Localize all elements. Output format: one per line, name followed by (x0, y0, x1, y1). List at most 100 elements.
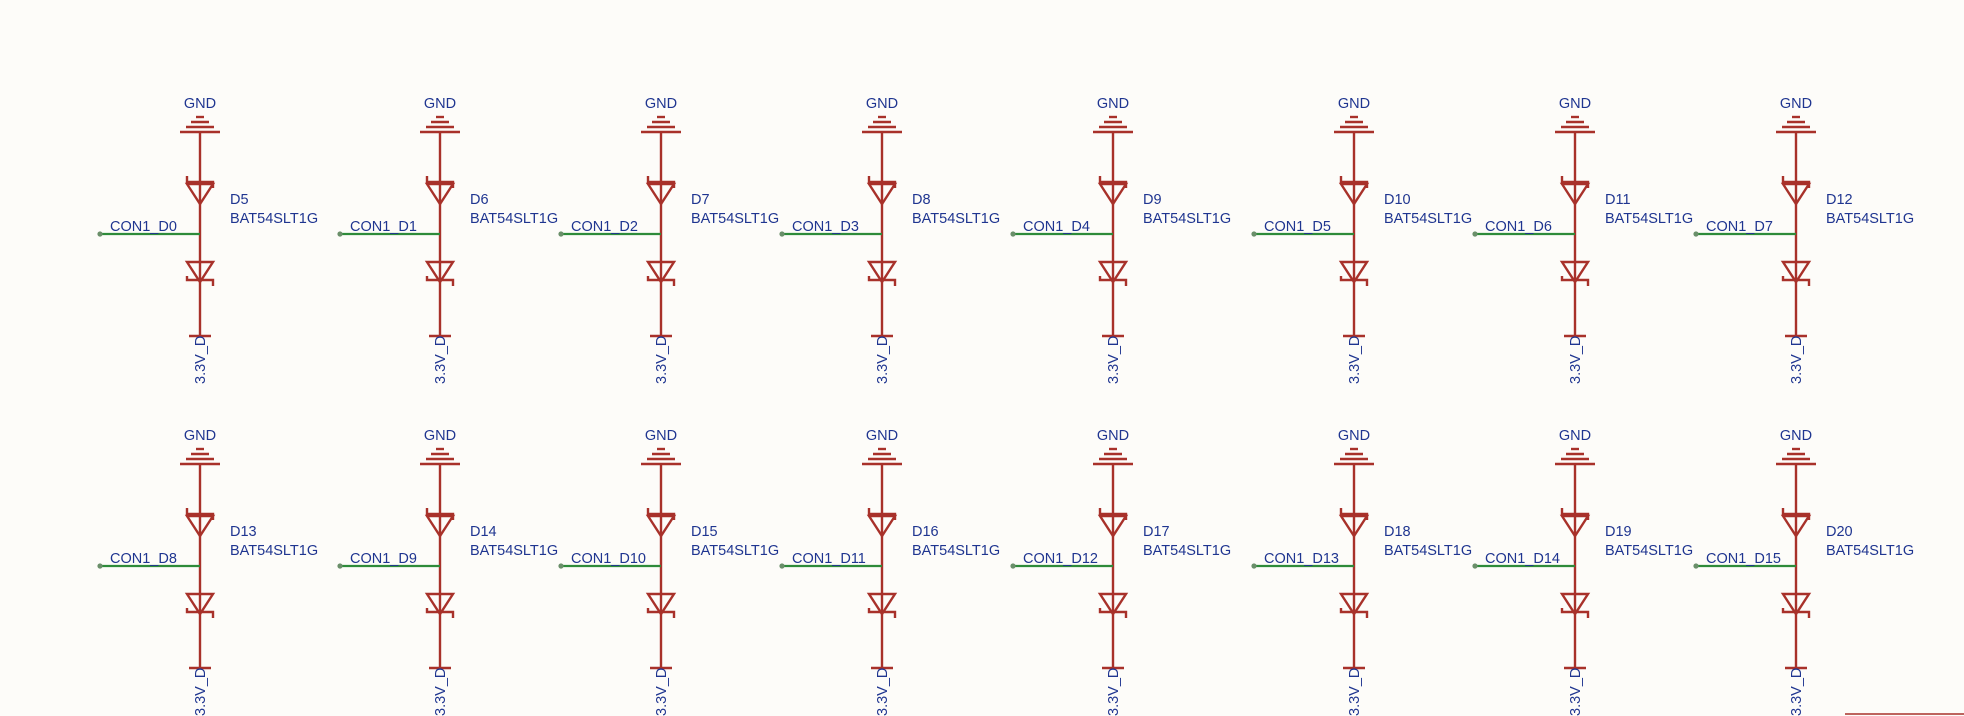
gnd-symbol-icon (862, 447, 902, 466)
supply-label: 3.3V_D (875, 668, 891, 716)
gnd-symbol-icon (1334, 115, 1374, 134)
diode-upper-icon (184, 508, 216, 539)
gnd-symbol-icon (1555, 447, 1595, 466)
wire-end-dot (1693, 563, 1699, 569)
supply-label: 3.3V_D (193, 668, 209, 716)
gnd-label: GND (1338, 428, 1370, 444)
net-label: CON1_D13 (1264, 551, 1339, 567)
diode-lower-icon (1097, 592, 1129, 618)
net-label: CON1_D1 (350, 219, 417, 235)
diode-lower-icon (645, 592, 677, 618)
gnd-label: GND (1097, 96, 1129, 112)
diode-upper-icon (1559, 508, 1591, 539)
supply-label: 3.3V_D (433, 336, 449, 384)
net-label: CON1_D12 (1023, 551, 1098, 567)
gnd-symbol-icon (1555, 115, 1595, 134)
supply-label: 3.3V_D (433, 668, 449, 716)
gnd-symbol-icon (641, 447, 681, 466)
ref-designator: D14 (470, 524, 497, 540)
ref-designator: D12 (1826, 192, 1853, 208)
supply-label: 3.3V_D (875, 336, 891, 384)
diode-upper-icon (424, 176, 456, 207)
diode-lower-icon (1338, 260, 1370, 286)
part-number: BAT54SLT1G (1605, 211, 1693, 227)
wire-end-dot (97, 231, 103, 237)
supply-label: 3.3V_D (1106, 336, 1122, 384)
wire-end-dot (1472, 563, 1478, 569)
diode-lower-icon (184, 260, 216, 286)
diode-lower-icon (1780, 260, 1812, 286)
gnd-label: GND (1097, 428, 1129, 444)
supply-label: 3.3V_D (1106, 668, 1122, 716)
diode-lower-icon (1559, 592, 1591, 618)
net-label: CON1_D10 (571, 551, 646, 567)
gnd-symbol-icon (420, 115, 460, 134)
net-label: CON1_D2 (571, 219, 638, 235)
net-label: CON1_D6 (1485, 219, 1552, 235)
gnd-symbol-icon (862, 115, 902, 134)
net-label: CON1_D4 (1023, 219, 1090, 235)
supply-label: 3.3V_D (1568, 668, 1584, 716)
wire-end-dot (1251, 231, 1257, 237)
diode-upper-icon (1559, 176, 1591, 207)
net-label: CON1_D8 (110, 551, 177, 567)
wire-end-dot (1251, 563, 1257, 569)
part-number: BAT54SLT1G (912, 211, 1000, 227)
wire-end-dot (1010, 563, 1016, 569)
diode-lower-icon (645, 260, 677, 286)
gnd-symbol-icon (1093, 447, 1133, 466)
diode-upper-icon (645, 176, 677, 207)
net-label: CON1_D7 (1706, 219, 1773, 235)
gnd-label: GND (184, 428, 216, 444)
supply-label: 3.3V_D (1347, 668, 1363, 716)
diode-upper-icon (866, 508, 898, 539)
ref-designator: D17 (1143, 524, 1170, 540)
net-label: CON1_D5 (1264, 219, 1331, 235)
supply-label: 3.3V_D (1347, 336, 1363, 384)
gnd-label: GND (424, 96, 456, 112)
ref-designator: D11 (1605, 192, 1631, 208)
net-label: CON1_D15 (1706, 551, 1781, 567)
ref-designator: D9 (1143, 192, 1162, 208)
diode-upper-icon (1097, 508, 1129, 539)
gnd-label: GND (866, 428, 898, 444)
wire-end-dot (779, 231, 785, 237)
gnd-symbol-icon (420, 447, 460, 466)
part-number: BAT54SLT1G (230, 543, 318, 559)
gnd-label: GND (424, 428, 456, 444)
gnd-symbol-icon (641, 115, 681, 134)
diode-lower-icon (866, 260, 898, 286)
ref-designator: D7 (691, 192, 710, 208)
gnd-label: GND (184, 96, 216, 112)
gnd-symbol-icon (1776, 447, 1816, 466)
diode-upper-icon (1097, 176, 1129, 207)
part-number: BAT54SLT1G (1384, 543, 1472, 559)
gnd-label: GND (1559, 96, 1591, 112)
ref-designator: D15 (691, 524, 718, 540)
gnd-label: GND (645, 428, 677, 444)
part-number: BAT54SLT1G (1384, 211, 1472, 227)
net-label: CON1_D11 (792, 551, 866, 567)
ref-designator: D16 (912, 524, 939, 540)
supply-label: 3.3V_D (654, 668, 670, 716)
diode-upper-icon (1780, 508, 1812, 539)
wire-end-dot (779, 563, 785, 569)
